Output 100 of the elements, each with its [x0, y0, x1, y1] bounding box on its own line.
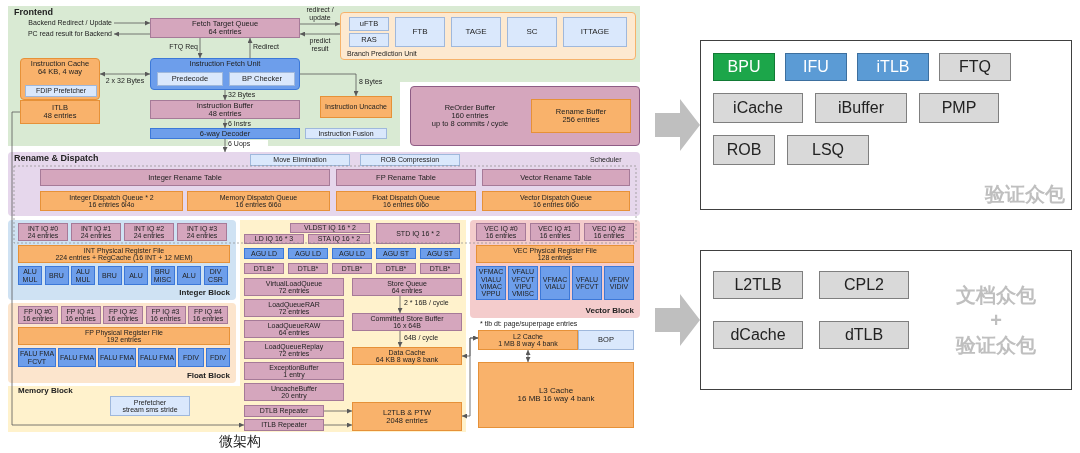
- module-box: [482, 191, 630, 211]
- module-label: FTB: [412, 27, 428, 37]
- module-label: TAGE: [465, 27, 487, 37]
- module-box: [476, 245, 634, 263]
- module-label: PMP: [941, 99, 977, 117]
- module-box: [336, 191, 476, 211]
- module-box: [178, 348, 204, 367]
- module-box: [478, 330, 578, 350]
- module-box: [138, 348, 176, 367]
- module-label: iBuffer: [838, 99, 884, 117]
- module-box: [713, 93, 803, 123]
- module-box: [572, 266, 602, 300]
- module-box: [787, 135, 869, 165]
- module-box: [939, 53, 1011, 81]
- module-box: [352, 402, 462, 431]
- block-panel: [150, 58, 300, 90]
- module-label: IFU: [803, 58, 829, 76]
- module-label: iCache: [733, 99, 783, 117]
- block-title: Float Block: [186, 372, 230, 381]
- module-box: [352, 313, 462, 331]
- module-box: [188, 306, 228, 324]
- module-box: [540, 266, 570, 300]
- arrow: [525, 349, 531, 363]
- module-box: [244, 383, 344, 401]
- module-box: [20, 100, 100, 124]
- module-box: [150, 128, 300, 139]
- arrow: [461, 335, 479, 419]
- module-box: [713, 271, 803, 299]
- block-panel: [8, 152, 640, 216]
- module-box: [919, 93, 999, 123]
- block-title: Memory Block: [18, 387, 73, 396]
- group-frame: [700, 250, 1072, 390]
- block-arrow: [655, 99, 700, 151]
- block-arrow: [655, 294, 700, 346]
- module-label: ROB: [726, 141, 762, 159]
- module-box: [44, 266, 69, 285]
- module-box: [478, 362, 634, 428]
- module-box: [150, 18, 300, 38]
- module-box: [530, 223, 580, 241]
- group-title: +: [990, 307, 1002, 333]
- block-title: Integer Block: [179, 289, 230, 298]
- module-box: [157, 72, 223, 86]
- module-label: iTLB: [876, 58, 910, 76]
- module-box: [229, 72, 295, 86]
- module-box: [785, 53, 847, 81]
- group-title: 验证众包: [956, 332, 1036, 358]
- module-box: [352, 347, 462, 365]
- module-box: [507, 17, 557, 47]
- module-box: [244, 341, 344, 359]
- module-box: [476, 223, 526, 241]
- caption: 微架构: [218, 434, 262, 450]
- module-label: SC: [526, 27, 538, 37]
- module-box: [244, 405, 324, 417]
- module-box: [18, 223, 68, 241]
- module-label: LSQ: [812, 141, 844, 159]
- module-box: [18, 306, 58, 324]
- module-box: [320, 96, 392, 118]
- module-box: [336, 169, 476, 186]
- module-box: [124, 223, 174, 241]
- block-panel: [20, 58, 100, 100]
- module-box: [819, 321, 909, 349]
- module-box: [124, 266, 148, 285]
- module-box: [250, 154, 350, 166]
- module-box: [451, 17, 501, 47]
- group-frame: [700, 40, 1072, 210]
- module-box: [563, 17, 627, 47]
- module-box: [71, 223, 121, 241]
- module-box: [187, 191, 330, 211]
- module-box: [288, 248, 328, 259]
- block-panel: [8, 220, 236, 300]
- module-box: [819, 271, 909, 299]
- module-box: [857, 53, 929, 81]
- module-label: BPU: [727, 58, 761, 76]
- module-box: [150, 100, 300, 119]
- module-box: [349, 17, 389, 31]
- module-box: [60, 306, 101, 324]
- module-box: [244, 419, 324, 431]
- module-box: [25, 85, 97, 97]
- module-box: [305, 128, 387, 139]
- module-box: [244, 299, 344, 317]
- module-label: dCache: [730, 326, 786, 344]
- module-box: [145, 306, 186, 324]
- block-panel: [470, 220, 640, 318]
- module-detail: 16 MB 16 way 4 bank: [517, 395, 595, 404]
- module-box: [40, 169, 330, 186]
- module-box: [376, 248, 416, 259]
- module-box: [18, 245, 230, 263]
- module-box: [244, 362, 344, 380]
- module-box: [244, 320, 344, 338]
- module-box: [244, 263, 284, 274]
- module-box: [352, 278, 462, 296]
- module-box: [482, 169, 630, 186]
- module-box: [815, 93, 907, 123]
- block-panel: [410, 86, 640, 146]
- block-panel: [340, 12, 636, 60]
- module-box: [177, 266, 201, 285]
- module-box: [103, 306, 143, 324]
- module-box: [420, 248, 460, 259]
- module-label: dTLB: [844, 326, 884, 344]
- module-box: [584, 223, 634, 241]
